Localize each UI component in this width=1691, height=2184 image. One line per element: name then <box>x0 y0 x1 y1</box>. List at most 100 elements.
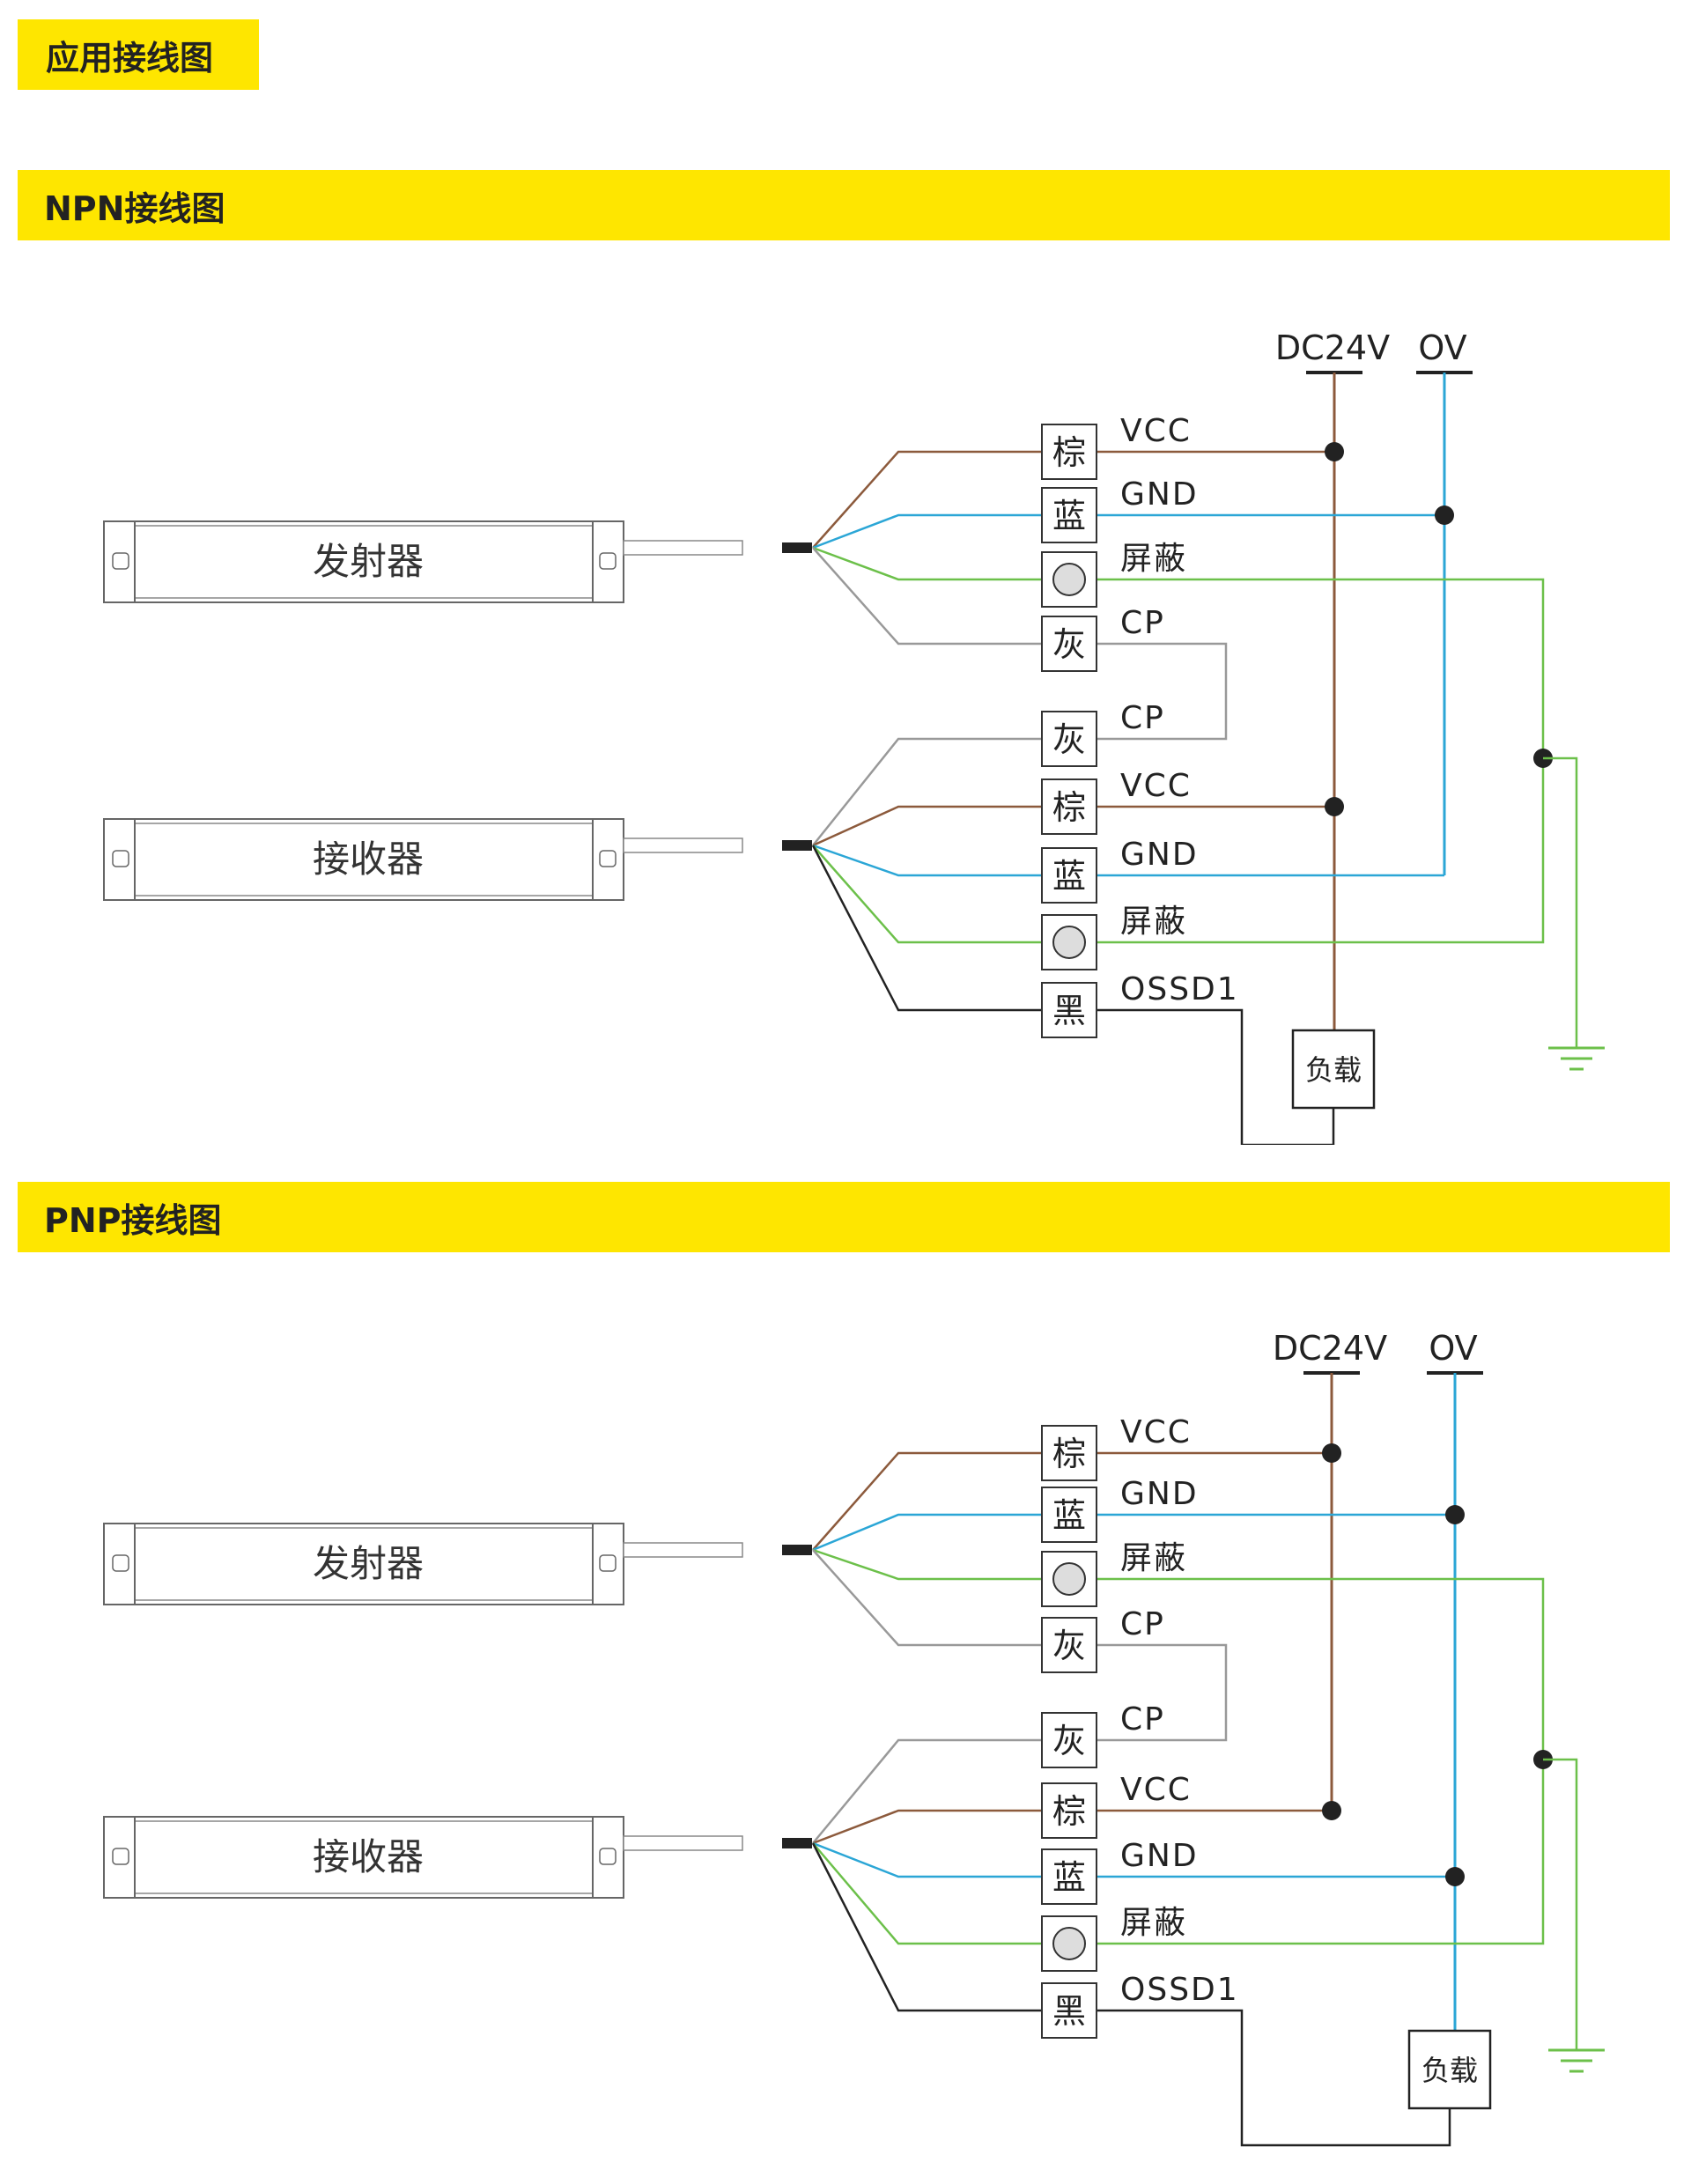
terminal-box <box>1041 1487 1097 1543</box>
terminal-color-label: 蓝 <box>1052 857 1086 896</box>
vcc-junction <box>1322 1801 1341 1820</box>
signal-label: 屏蔽 <box>1120 541 1187 577</box>
gnd-junction <box>1445 1505 1465 1524</box>
emitter-device-mount-hole <box>112 552 129 570</box>
emitter-device-cable <box>623 1542 743 1558</box>
pnp-section-title: PNP接线图 <box>18 1182 1670 1252</box>
signal-label: GND <box>1120 837 1199 873</box>
earth-wire <box>1543 756 1578 1048</box>
emitter-device-label: 发射器 <box>313 540 424 583</box>
receiver-device-cable <box>623 837 743 853</box>
terminal-box <box>1041 1782 1097 1839</box>
shield-terminal-icon <box>1052 926 1086 959</box>
shield-terminal-icon <box>1052 563 1086 596</box>
terminal-color-label: 棕 <box>1052 433 1086 472</box>
terminal-box <box>1041 1982 1097 2039</box>
terminal-wire <box>812 1548 1042 1581</box>
terminal-box <box>1041 424 1097 480</box>
receiver-device-mount-hole <box>599 850 617 867</box>
ossd1-wire <box>1097 1008 1335 1145</box>
vcc-junction <box>1322 1443 1341 1463</box>
terminal-color-label: 棕 <box>1052 1792 1086 1831</box>
signal-label: GND <box>1120 1838 1199 1874</box>
terminal-color-label: 灰 <box>1052 1627 1086 1665</box>
load-box <box>1291 1029 1376 1110</box>
receiver-device-mount-hole <box>599 1848 617 1865</box>
terminal-box <box>1041 1425 1097 1481</box>
vcc-junction <box>1325 442 1344 461</box>
supply-label: DC24V <box>1275 328 1390 367</box>
emitter-device-mount-hole <box>599 552 617 570</box>
terminal-color-label: 棕 <box>1052 1435 1086 1473</box>
load-box <box>1407 2029 1492 2110</box>
signal-label: CP <box>1120 605 1165 641</box>
terminal-color-label: 蓝 <box>1052 1496 1086 1535</box>
receiver-device-body <box>103 1816 624 1899</box>
terminal-color-label: 蓝 <box>1052 497 1086 535</box>
gnd-junction <box>1435 505 1454 525</box>
terminal-color-label: 黑 <box>1052 992 1086 1030</box>
shield-terminal-icon <box>1052 1562 1086 1596</box>
terminal-box <box>1041 982 1097 1038</box>
terminal-box <box>1041 711 1097 767</box>
receiver-device-mount-hole <box>112 1848 129 1865</box>
emitter-cable-head <box>782 542 812 553</box>
npn-section-title: NPN接线图 <box>18 170 1670 240</box>
load-label: 负载 <box>1305 1053 1362 1087</box>
terminal-wire <box>811 1842 1042 2012</box>
terminal-wire <box>812 1842 1042 1945</box>
load-label: 负载 <box>1421 2054 1478 2087</box>
terminal-box <box>1041 778 1097 835</box>
emitter-device-label: 发射器 <box>313 1542 424 1585</box>
terminal-wire <box>812 844 1042 877</box>
cp-link-wire <box>1097 1643 1228 1742</box>
terminal-wire <box>812 1451 1042 1551</box>
receiver-cable-head <box>782 1838 812 1848</box>
ground-label: OV <box>1418 328 1466 367</box>
receiver-device-label: 接收器 <box>313 1835 424 1878</box>
signal-label: CP <box>1120 700 1165 736</box>
terminal-box <box>1041 616 1097 672</box>
terminal-wire <box>812 1841 1042 1878</box>
signal-label: GND <box>1120 1476 1199 1512</box>
shield-terminal-icon <box>1052 1927 1086 1960</box>
terminal-wire <box>812 1809 1042 1845</box>
signal-label: 屏蔽 <box>1120 904 1187 940</box>
signal-label: 屏蔽 <box>1120 1540 1187 1576</box>
terminal-wire <box>812 547 1042 646</box>
emitter-device-body <box>103 520 624 603</box>
supply-label: DC24V <box>1273 1329 1387 1368</box>
emitter-device-body <box>103 1523 624 1605</box>
terminal-box <box>1041 1617 1097 1673</box>
terminal-wire <box>812 546 1042 581</box>
terminal-wire <box>812 805 1042 847</box>
page-title: 应用接线图 <box>18 19 259 90</box>
receiver-device-body <box>103 818 624 901</box>
terminal-color-label: 灰 <box>1052 720 1086 759</box>
vcc-junction <box>1325 797 1344 816</box>
signal-label: VCC <box>1120 768 1192 804</box>
emitter-device-cable <box>623 540 743 556</box>
signal-label: 屏蔽 <box>1120 1905 1187 1941</box>
terminal-color-label: 黑 <box>1052 1992 1086 2031</box>
terminal-color-label: 灰 <box>1052 1722 1086 1760</box>
receiver-device-label: 接收器 <box>313 837 424 881</box>
signal-label: VCC <box>1120 1414 1192 1450</box>
terminal-wire <box>812 513 1042 550</box>
terminal-color-label: 灰 <box>1052 625 1086 664</box>
earth-wire <box>1543 1758 1578 2050</box>
cp-link-wire <box>1097 642 1228 741</box>
signal-label: OSSD1 <box>1120 971 1239 1007</box>
terminal-wire <box>812 1738 1042 1844</box>
gnd-junction <box>1445 1867 1465 1886</box>
terminal-wire <box>812 737 1042 846</box>
terminal-box <box>1041 1712 1097 1768</box>
emitter-device-mount-hole <box>599 1554 617 1572</box>
signal-label: GND <box>1120 476 1199 513</box>
terminal-wire <box>811 845 1042 1012</box>
terminal-wire <box>812 1513 1042 1552</box>
receiver-device-cable <box>623 1835 743 1851</box>
receiver-cable-head <box>782 840 812 851</box>
